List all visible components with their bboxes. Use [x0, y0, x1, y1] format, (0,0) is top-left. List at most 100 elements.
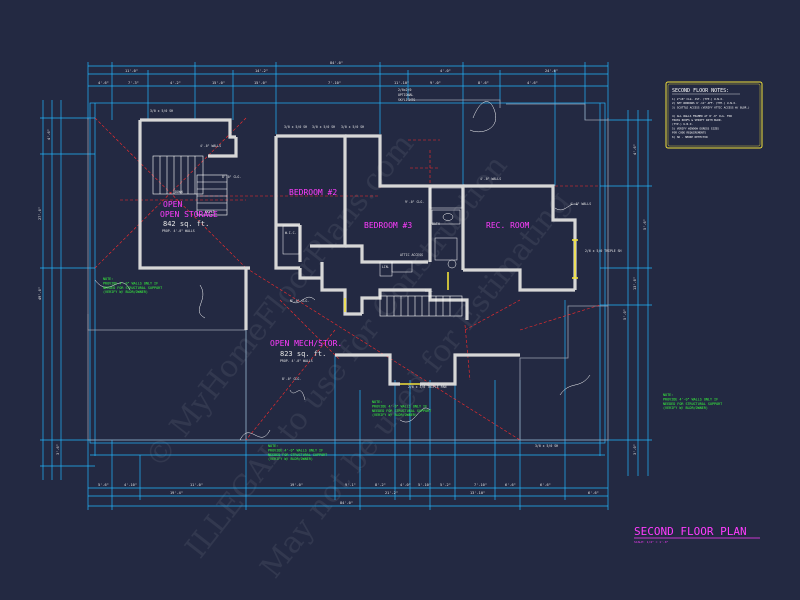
dim-bottom-10: 6'-6": [505, 483, 516, 487]
dim-top-1: 7'-3": [128, 81, 139, 85]
green-note-1-line-2: NEEDED FOR STRUCTURAL SUPPORT: [103, 286, 162, 290]
dim-bottom-overall-2: 21'-2": [385, 491, 398, 495]
room-sub-open-mech: PROP. 4'-0" WALLS: [280, 359, 313, 363]
label-header-4: 3/0 x 5/0 SH: [150, 109, 173, 113]
dim-bottom-overall-1: 19'-4": [170, 491, 183, 495]
green-note-4-line-1: PROVIDE 4'-0" WALLS ONLY IF: [663, 397, 718, 401]
dim-left-1: 27'-0": [38, 207, 42, 220]
dim-top-0: 4'-6": [98, 81, 109, 85]
dim-bottom-1: 4'-10": [124, 483, 137, 487]
label-header-1: 3/0 x 5/0 SH: [284, 125, 307, 129]
notes-line-7: 5) VERIFY WINDOW EGRESS SIZES: [672, 126, 719, 130]
room-labels: OPEN OPEN STORAGE 842 sq. ft. PROP. 4'-0…: [150, 88, 622, 448]
windows: [344, 239, 578, 385]
room-area-open-storage: 842 sq. ft.: [163, 220, 209, 228]
dim-top-3: 15'-0": [212, 81, 225, 85]
room-area-open-mech: 823 sq. ft.: [280, 350, 326, 358]
room-name-open-storage: OPEN STORAGE: [160, 210, 218, 219]
dim-bottom-9: 7'-10": [474, 483, 487, 487]
plan-title: SECOND FLOOR PLAN: [634, 525, 747, 538]
dim-bottom-7: 5'-10": [418, 483, 431, 487]
wall-edges: [282, 187, 463, 277]
notes-title: SECOND FLOOR NOTES:: [672, 88, 729, 94]
hidden-lines: [94, 117, 601, 441]
dim-right-2: 13'-0": [633, 277, 637, 290]
label-walls-2: 4'-0" WALLS: [480, 177, 501, 181]
green-note-3-line-0: NOTE:: [268, 444, 278, 448]
dim-left-0: 4'-6": [47, 129, 51, 140]
dim-bottom-4: 9'-1": [345, 483, 356, 487]
room-sub-open-storage: PROP. 4'-0" WALLS: [162, 229, 195, 233]
dim-top-overall-3: 4'-0": [440, 69, 451, 73]
dim-top-overall-4: 24'-6": [545, 69, 558, 73]
green-note-2-line-2: NEEDED FOR STRUCTURAL SUPPORT: [372, 409, 431, 413]
dim-bottom-6: 4'-0": [400, 483, 411, 487]
dim-bottom-8: 5'-2": [440, 483, 451, 487]
second-floor-notes-box: SECOND FLOOR NOTES: 1) 2"x6" CLG. JST. (…: [665, 81, 763, 149]
dim-bottom-overall-0: 84'-0": [340, 501, 353, 505]
green-note-3-line-1: PROVIDE 4'-0" WALLS ONLY IF: [268, 448, 323, 452]
dim-bottom-0: 5'-6": [98, 483, 109, 487]
roof-outline: [87, 99, 609, 441]
stairs: [152, 155, 463, 317]
dim-left-2: 49'-0": [38, 287, 42, 300]
dim-right-0: 4'-6": [633, 144, 637, 155]
room-name-bedroom-2: BEDROOM #2: [289, 188, 337, 197]
label-header-8: 3/0 x 5/0 SH: [535, 444, 558, 448]
dim-top-2: 4'-2": [170, 81, 181, 85]
label-skylight-size: 2/0x2/0: [398, 88, 412, 92]
dim-left-3: 3'-6": [56, 444, 60, 455]
green-note-3-line-3: (VERIFY W/ BLDR/OWNER): [268, 457, 313, 461]
dim-top-overall-2: 14'-2": [255, 69, 268, 73]
dim-top-overall-0: 84'-0": [330, 61, 343, 65]
label-walls-3: 4'-0" WALLS: [570, 202, 591, 206]
label-header-2: 3/0 x 5/0 SH: [312, 125, 335, 129]
plan-title-block: SECOND FLOOR PLAN SCALE: 1/4" = 1'-0": [634, 525, 760, 544]
dimension-text-group: 4'-6" 7'-3" 4'-2" 15'-0" 15'-0" 7'-10" 11'-10"…: [38, 61, 647, 505]
label-header-7: 2/6 x 3/6 TRIPLE PAN: [408, 385, 446, 389]
label-skylights: SKYLIGHTS: [398, 98, 415, 102]
green-note-2-line-1: PROVIDE 4'-0" WALLS ONLY IF: [372, 404, 427, 408]
label-rail: RAIL: [425, 289, 433, 293]
room-name-open-mech: OPEN MECH/STOR.: [270, 339, 342, 348]
dim-top-9: 4'-6": [527, 81, 538, 85]
dim-bottom-overall-4: 6'-6": [588, 491, 599, 495]
label-header-6: 2/6 x 5/0 TRIPLE SH: [585, 249, 622, 253]
label-lin: LIN.: [382, 265, 390, 269]
dim-bottom-2: 11'-0": [190, 483, 203, 487]
label-walls-1: 4'-0" WALLS: [200, 144, 221, 148]
room-name-rec-room: REC. ROOM: [486, 221, 530, 230]
label-clg-2: 9'-0" CLG.: [405, 200, 424, 204]
dim-bottom-11: 6'-6": [540, 483, 551, 487]
label-clg-1: 8'-0" CLG.: [222, 175, 241, 179]
dim-top-7: 9'-0": [430, 81, 441, 85]
notes-line-1: 2) SET WINDOWS 6'-11" AFF. (TYP.) U.N.O.: [672, 101, 737, 105]
dim-top-4: 15'-0": [254, 81, 267, 85]
walls: [138, 118, 577, 386]
green-note-4-line-2: NEEDED FOR STRUCTURAL SUPPORT: [663, 402, 722, 406]
label-skylight-storage: SKYLT.: [205, 210, 217, 214]
notes-line-0: 1) 2"x6" CLG. JST. (TYP.) U.N.O.: [672, 97, 724, 101]
label-clg-4: 8'-0" CLG.: [282, 377, 301, 381]
label-wic: W.I.C.: [285, 231, 297, 235]
green-note-4-line-0: NOTE:: [663, 393, 673, 397]
label-clg-3: 8'-0" CLG.: [290, 299, 309, 303]
dim-top-overall-1: 11'-0": [125, 69, 138, 73]
dim-top-5: 7'-10": [328, 81, 341, 85]
notes-line-5: TRUSS ROOFS & VERIFY WITH BLDR.: [672, 118, 722, 122]
room-name-open-storage-line1: OPEN: [163, 200, 182, 209]
dim-top-6: 11'-10": [394, 81, 409, 85]
green-note-1-line-1: PROVIDE 4'-0" WALLS ONLY IF: [103, 281, 158, 285]
label-optional: OPTIONAL: [398, 93, 413, 97]
label-header-3: 3/0 x 5/0 SH: [341, 125, 364, 129]
dim-right-4: 3'-0": [633, 444, 637, 455]
dim-bottom-3: 19'-0": [290, 483, 303, 487]
notes-line-2: 3) SCUTTLE ACCESS (VERIFY ATTIC ACCESS W…: [672, 105, 750, 109]
notes-line-4: 4) ALL WALLS FRAMED AT 8'-0" CLG. FOR: [672, 114, 732, 118]
notes-line-8: FOR CODE REQUIREMENTS: [672, 131, 706, 135]
